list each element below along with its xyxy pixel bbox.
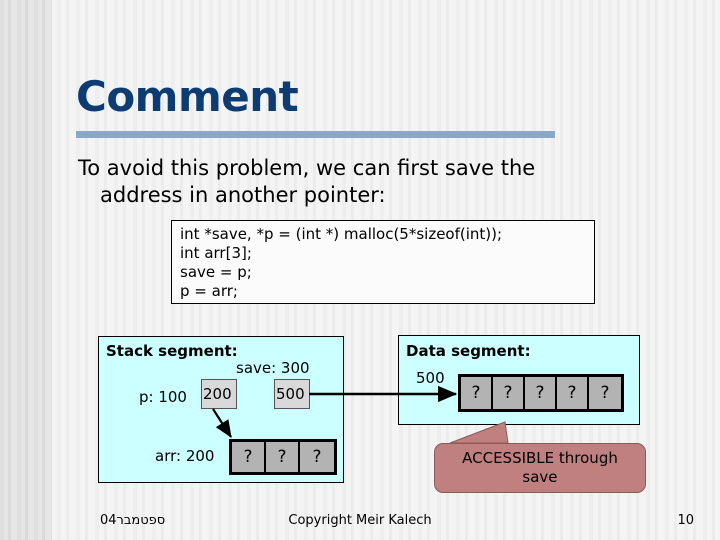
- data-address-label: 500: [416, 369, 445, 387]
- title-divider: [76, 131, 555, 138]
- slide-left-band: [0, 0, 52, 540]
- arr-cell: ?: [232, 442, 266, 472]
- heap-cell: ?: [589, 377, 621, 409]
- heap-cell: ?: [493, 377, 525, 409]
- arr-cell: ?: [266, 442, 300, 472]
- heap-cell: ?: [525, 377, 557, 409]
- callout-line-2: save: [522, 468, 558, 486]
- page-title: Comment: [76, 72, 299, 121]
- callout-line-1: ACCESSIBLE through: [462, 449, 618, 467]
- footer-page-number: 10: [677, 513, 694, 528]
- code-line-1: int *save, *p = (int *) malloc(5*sizeof(…: [180, 225, 503, 243]
- arr-label: arr: 200: [155, 447, 215, 465]
- code-line-2: int arr[3];: [180, 244, 252, 262]
- code-line-4: p = arr;: [180, 282, 238, 300]
- save-value-box: 500: [274, 379, 310, 409]
- p-label: p: 100: [139, 388, 187, 406]
- heap-cell: ?: [461, 377, 493, 409]
- callout-box: ACCESSIBLE through save: [434, 443, 646, 493]
- code-line-3: save = p;: [180, 263, 252, 281]
- arr-cells: ? ? ?: [229, 439, 337, 475]
- stack-segment-title: Stack segment:: [106, 342, 238, 360]
- p-value-box: 200: [201, 379, 237, 409]
- footer-date: 04ספטמבר: [100, 513, 166, 528]
- code-block: int *save, *p = (int *) malloc(5*sizeof(…: [171, 220, 595, 304]
- heap-cells: ? ? ? ? ?: [458, 374, 624, 412]
- data-segment-title: Data segment:: [406, 342, 531, 360]
- body-text: To avoid this problem, we can first save…: [78, 155, 658, 209]
- footer-copyright: Copyright Meir Kalech: [288, 513, 432, 528]
- arr-cell: ?: [300, 442, 334, 472]
- body-line-2: address in another pointer:: [100, 183, 386, 207]
- heap-cell: ?: [557, 377, 589, 409]
- body-line-1: To avoid this problem, we can first save…: [78, 156, 536, 180]
- save-label: save: 300: [236, 359, 310, 377]
